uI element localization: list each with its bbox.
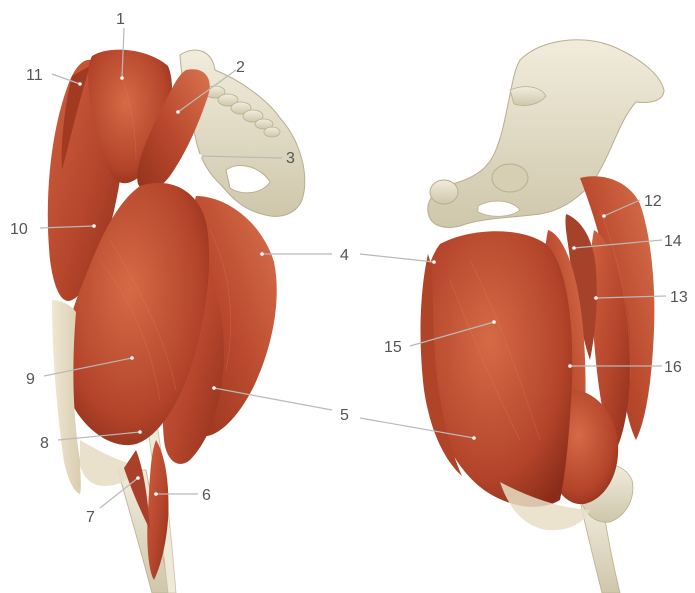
muscle-15 [422, 231, 573, 507]
label-4: 4 [340, 247, 349, 264]
label-14: 14 [664, 233, 682, 250]
acetabulum [492, 164, 528, 192]
femoral-head [430, 180, 458, 204]
label-5: 5 [340, 407, 349, 424]
label-7: 7 [86, 509, 95, 526]
label-8: 8 [40, 435, 49, 452]
label-2: 2 [236, 59, 245, 76]
label-13: 13 [670, 289, 688, 306]
label-3: 3 [286, 150, 295, 167]
label-12: 12 [644, 193, 662, 210]
label-11: 11 [26, 67, 43, 84]
label-9: 9 [26, 371, 35, 388]
medial-view [421, 40, 664, 593]
label-10: 10 [10, 221, 28, 238]
label-1: 1 [116, 11, 125, 28]
label-16: 16 [664, 359, 682, 376]
label-15: 15 [384, 339, 402, 356]
label-6: 6 [202, 487, 211, 504]
